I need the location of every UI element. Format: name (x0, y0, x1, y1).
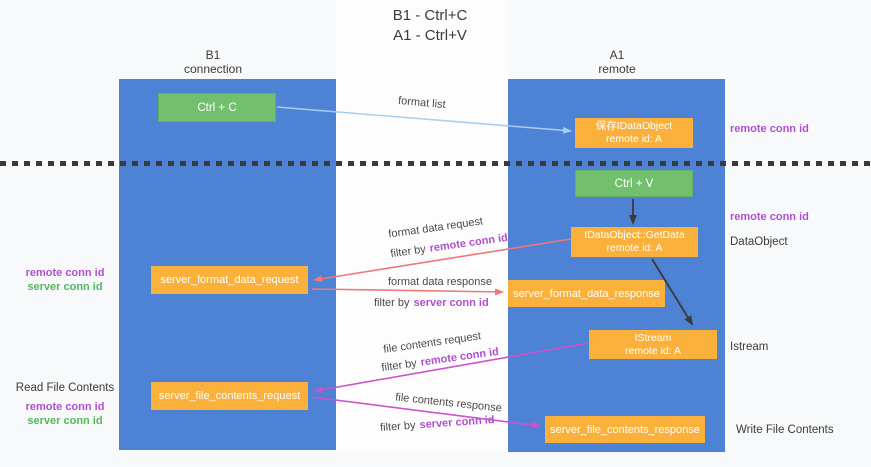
read-file-contents-annotation: Read File Contents (15, 382, 115, 394)
remote-conn-id-annotation-top: remote conn id (730, 123, 809, 135)
column-a1-role: remote (598, 62, 636, 76)
server-format-data-response-box: server_format_data_response (508, 280, 665, 307)
istream-line1: IStream (634, 331, 672, 344)
idataobject-getdata-box: IDataObject::GetData remote id: A (571, 227, 698, 257)
getdata-line1: IDataObject::GetData (584, 229, 685, 241)
title-line-1: B1 - Ctrl+C (392, 7, 468, 24)
server-file-contents-response-box: server_file_contents_response (545, 416, 705, 443)
format-data-response-label: format data response (388, 276, 492, 288)
ctrl-v-box: Ctrl + V (575, 170, 693, 197)
istream-line2: remote id: A (624, 344, 682, 357)
filter-by-text: filter by (374, 297, 410, 309)
ctrl-c-label: Ctrl + C (197, 101, 237, 114)
remote-conn-id-left-top: remote conn id (25, 267, 105, 279)
server-conn-id-left-top: server conn id (27, 281, 103, 293)
ctrl-c-box: Ctrl + C (158, 93, 276, 122)
istream-box: IStream remote id: A (589, 330, 717, 359)
column-header-a1: A1 remote (547, 48, 687, 76)
server-file-contents-request-box: server_file_contents_request (151, 382, 308, 410)
column-b1-name: B1 (205, 48, 221, 62)
write-file-contents-annotation: Write File Contents (736, 424, 834, 436)
server-conn-id-keyword: server conn id (413, 297, 489, 309)
column-a1-name: A1 (609, 48, 625, 62)
getdata-line2: remote id: A (606, 242, 663, 254)
save-dataobject-box: 保存IDataObject remote id: A (575, 118, 693, 148)
column-header-b1: B1 connection (143, 48, 283, 76)
remote-conn-id-annotation-mid: remote conn id (730, 211, 809, 223)
left-conn-id-stack-top: remote conn id server conn id (5, 266, 125, 294)
server-format-data-request-box: server_format_data_request (151, 266, 308, 294)
server-format-data-request-label: server_format_data_request (160, 274, 299, 286)
machine-boundary-dashed-line (0, 161, 871, 166)
server-file-contents-request-label: server_file_contents_request (158, 390, 301, 402)
save-dataobject-line1: 保存IDataObject (595, 120, 673, 132)
server-file-contents-response-label: server_file_contents_response (550, 423, 700, 436)
filter-by-text: filter by (379, 419, 416, 434)
title-line-2: A1 - Ctrl+V (393, 27, 467, 44)
column-b1-role: connection (183, 62, 243, 76)
diagram-title: B1 - Ctrl+C A1 - Ctrl+V (330, 6, 530, 46)
save-dataobject-line2: remote id: A (605, 133, 663, 145)
left-read-file-stack: Read File Contents remote conn id server… (5, 381, 125, 428)
server-conn-id-left-bottom: server conn id (27, 415, 103, 427)
dataobject-annotation: DataObject (730, 236, 788, 248)
remote-conn-id-left-bottom: remote conn id (25, 401, 105, 413)
server-format-data-response-label: server_format_data_response (513, 287, 660, 300)
istream-annotation: Istream (730, 341, 769, 353)
ctrl-v-label: Ctrl + V (614, 177, 654, 190)
